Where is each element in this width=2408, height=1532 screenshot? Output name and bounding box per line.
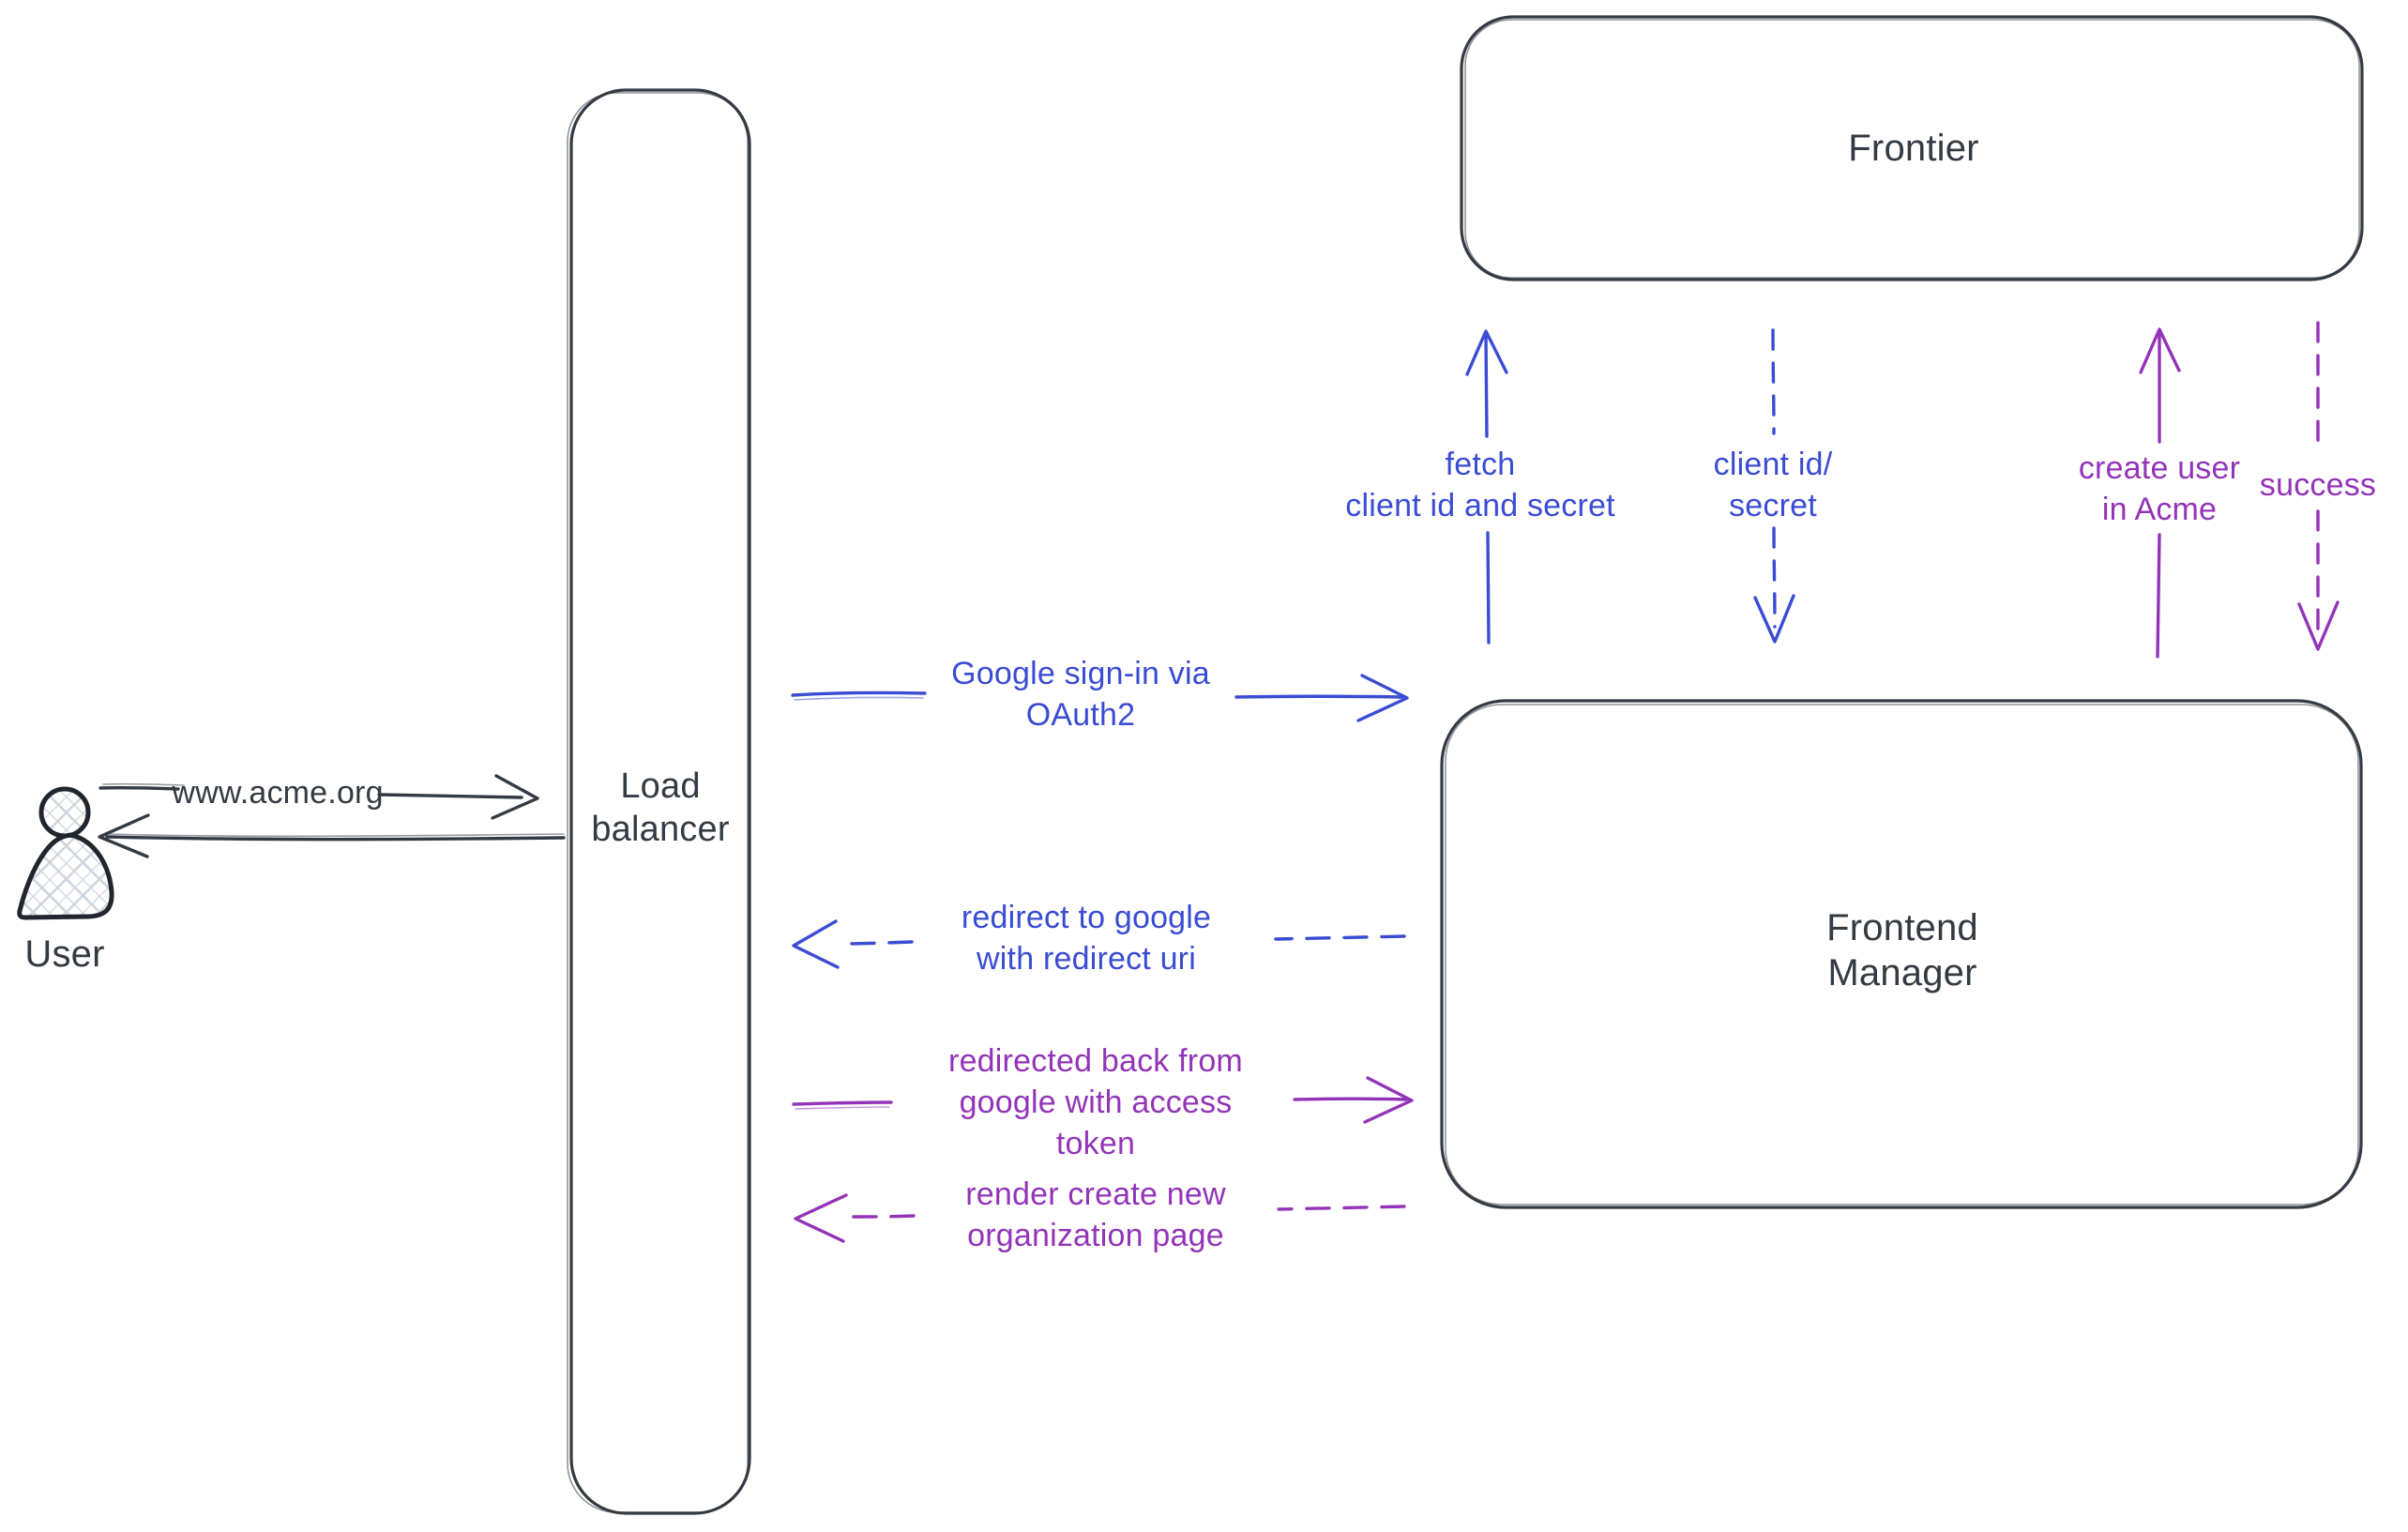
edge-label-render-create: render create new organization page (965, 1176, 1226, 1253)
edge-render-create-line (841, 1205, 1406, 1219)
edge-google-signin-line-sketch (794, 696, 924, 701)
edge-redirected-back-line-sketch (795, 1106, 890, 1110)
edge-redirect-google-line (836, 934, 1406, 946)
user-body (17, 832, 114, 920)
edge-label-redirect-google: redirect to google with redirect uri (961, 900, 1212, 977)
edge-client-id-secret (1753, 328, 1795, 644)
edge-www-acme-line (98, 785, 523, 799)
edge-lb-to-user-arrowhead (98, 813, 150, 858)
edge-google-signin-line (791, 690, 1403, 699)
edge-redirect-google (792, 919, 1406, 969)
edge-fetch-client-line (1484, 332, 1491, 645)
edge-label-success: success (2259, 467, 2377, 503)
edge-label-redirected-back: redirected back from google with access … (948, 1043, 1243, 1161)
edge-create-user-line (2156, 330, 2161, 659)
user-figure (17, 786, 114, 920)
frontier-box (1460, 15, 2364, 281)
edge-redirected-back-line (792, 1097, 1408, 1106)
edge-label-client-id-secret: client id/ secret (1713, 447, 1833, 523)
user-head (38, 786, 91, 839)
edge-fetch-client-arrowhead (1465, 329, 1508, 376)
edge-render-create-arrowhead (794, 1193, 848, 1243)
load-balancer-box (567, 88, 751, 1515)
edge-create-user-arrowhead (2139, 327, 2181, 374)
edge-label-create-user: create user in Acme (2078, 450, 2241, 527)
edge-redirected-back-arrowhead (1363, 1076, 1414, 1124)
node-label-frontend-manager: Frontend Manager (1826, 907, 1978, 994)
frontend-manager-box (1440, 699, 2363, 1209)
edge-client-id-secret-arrowhead (1753, 594, 1795, 644)
node-label-user: User (24, 933, 105, 975)
edge-google-signin-arrowhead (1356, 674, 1409, 722)
edge-google-signin (791, 674, 1409, 722)
edge-redirect-google-arrowhead (792, 919, 840, 969)
node-label-load-balancer: Load balancer (591, 766, 730, 849)
edge-lb-to-user-line (105, 835, 566, 842)
edge-client-id-secret-line (1771, 328, 1777, 629)
edge-label-google-signin: Google sign-in via OAuth2 (951, 656, 1210, 733)
edge-create-user (2139, 327, 2181, 659)
edge-success-arrowhead (2297, 600, 2340, 651)
edge-success (2297, 321, 2340, 651)
edge-redirected-back (792, 1076, 1414, 1124)
node-label-frontier: Frontier (1848, 128, 1979, 169)
edge-fetch-client (1465, 329, 1508, 645)
edge-render-create (794, 1193, 1406, 1243)
edge-lb-to-user-line-sketch (108, 833, 565, 838)
edge-lb-to-user (98, 813, 566, 858)
edge-www-acme (98, 774, 539, 820)
edge-label-www-acme: www.acme.org (172, 775, 384, 811)
edge-www-acme-arrowhead (491, 774, 539, 820)
edge-www-acme-line-sketch (102, 782, 185, 786)
edge-label-fetch-client: fetch client id and secret (1345, 447, 1615, 523)
